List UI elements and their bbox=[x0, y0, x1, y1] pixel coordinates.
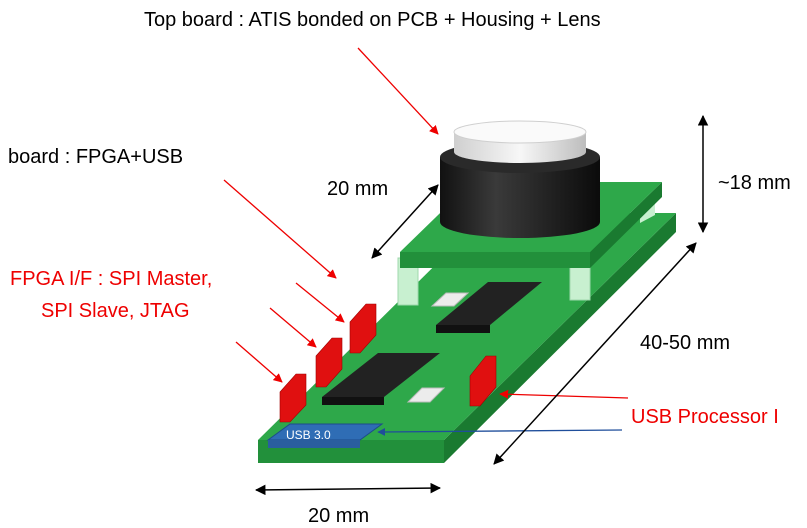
fpga-if-arrow-2 bbox=[269, 307, 317, 348]
usb-processor-label: USB Processor I bbox=[631, 406, 779, 428]
top-board-label: Top board : ATIS bonded on PCB + Housing… bbox=[144, 9, 601, 31]
lens-housing bbox=[440, 120, 600, 238]
bottom-board-arrow bbox=[223, 179, 337, 279]
chip-large bbox=[322, 353, 440, 397]
top-board-arrow bbox=[357, 47, 439, 135]
width-label: 20 mm bbox=[308, 505, 370, 527]
lens-width-label: 20 mm bbox=[327, 178, 389, 200]
width-arrow bbox=[254, 482, 442, 496]
fpga-if-label-line2: SPI Slave, JTAG bbox=[41, 300, 190, 322]
height-label: ~18 mm bbox=[718, 172, 791, 194]
fpga-connector-3 bbox=[349, 303, 377, 354]
usb-port-front bbox=[268, 440, 360, 448]
usb-port-label: USB 3.0 bbox=[286, 428, 331, 442]
bottom-board-label: board : FPGA+USB bbox=[8, 146, 184, 168]
small-component-1 bbox=[406, 387, 446, 403]
length-arrow bbox=[493, 242, 697, 465]
lens-width-arrow bbox=[371, 184, 439, 259]
usb-processor-arrow bbox=[499, 389, 629, 399]
fpga-connector-1 bbox=[279, 373, 307, 423]
fpga-connector-2 bbox=[315, 337, 343, 388]
length-label: 40-50 mm bbox=[640, 332, 731, 354]
fpga-if-arrow-1 bbox=[235, 341, 283, 383]
chip-upper-side bbox=[436, 325, 490, 333]
chip-large-side bbox=[322, 397, 384, 405]
small-component-2 bbox=[430, 292, 470, 307]
fpga-if-arrow-3 bbox=[295, 282, 345, 323]
fpga-if-label-line1: FPGA I/F : SPI Master, bbox=[10, 268, 213, 290]
